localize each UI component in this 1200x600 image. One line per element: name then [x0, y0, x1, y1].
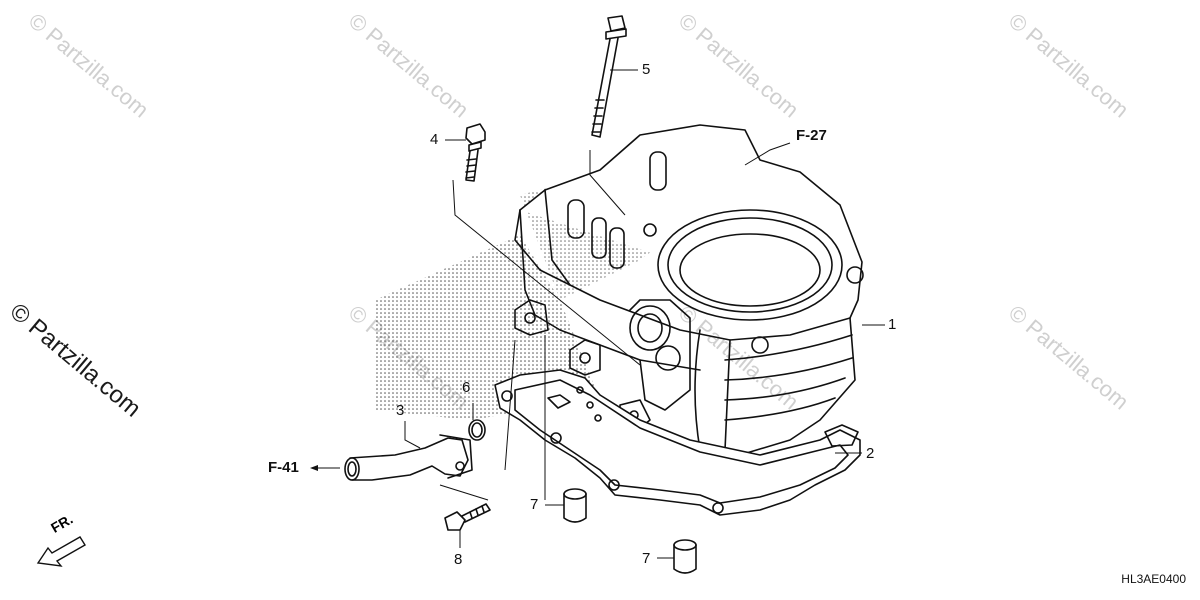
bolt-part-4[interactable]	[465, 123, 486, 182]
stud-bolt-part-5[interactable]	[591, 15, 627, 138]
water-pipe-part-3[interactable]	[344, 434, 473, 481]
callout-7b[interactable]: 7	[642, 550, 651, 567]
ref-f41[interactable]: F-41	[268, 459, 299, 476]
ref-f27[interactable]: F-27	[796, 127, 827, 144]
leader-lines	[404, 69, 885, 559]
callout-1[interactable]: 1	[888, 316, 897, 333]
front-direction-arrow	[36, 536, 86, 567]
gasket-part-2[interactable]	[494, 369, 861, 516]
drawing-code: HL3AE0400	[1121, 572, 1186, 586]
callout-2[interactable]: 2	[866, 445, 875, 462]
callout-7a[interactable]: 7	[530, 496, 539, 513]
o-ring-part-6[interactable]	[468, 419, 486, 441]
dowel-pin-part-7b[interactable]	[673, 539, 697, 574]
dowel-pin-part-7a[interactable]	[563, 488, 587, 523]
callout-4[interactable]: 4	[430, 131, 439, 148]
callout-8[interactable]: 8	[454, 551, 463, 568]
flange-bolt-part-8[interactable]	[444, 503, 491, 531]
callout-3[interactable]: 3	[396, 402, 405, 419]
callout-5[interactable]: 5	[642, 61, 651, 78]
f41-arrow	[310, 465, 340, 471]
callout-6[interactable]: 6	[462, 379, 471, 396]
